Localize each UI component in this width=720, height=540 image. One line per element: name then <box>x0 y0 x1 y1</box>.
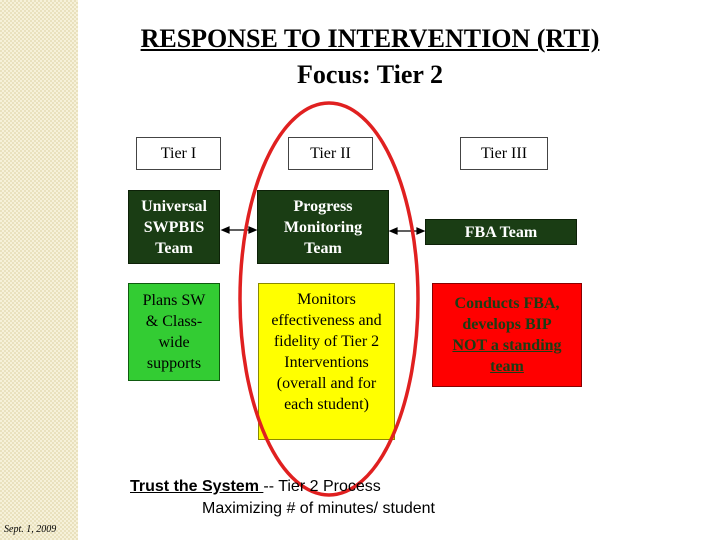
trust-the-system-label: Trust the System <box>130 478 264 495</box>
tier3-header: Tier III <box>460 137 548 170</box>
tier1-team-line: Universal <box>141 197 207 215</box>
tier3-role-line: develops BIP <box>462 316 552 333</box>
double-arrow-tier1-tier2 <box>220 226 258 234</box>
tier1-role-box: Plans SW & Class- wide supports <box>128 283 220 381</box>
footer-line-1: Trust the System -- Tier 2 Process <box>130 478 381 496</box>
tier2-team-box: Progress Monitoring Team <box>257 190 389 264</box>
slide-subtitle: Focus: Tier 2 <box>297 60 443 89</box>
tier2-role-line: each student) <box>284 396 369 413</box>
tier3-team-box: FBA Team <box>425 219 577 245</box>
decorative-side-strip <box>0 0 78 540</box>
tier2-role-line: Interventions <box>284 354 369 371</box>
tier1-role-line: & Class- <box>145 313 203 330</box>
tier1-team-line: Team <box>155 239 193 257</box>
tier2-role-line: Monitors <box>297 291 356 308</box>
tier3-role-underlined-line: team <box>490 358 524 375</box>
tier3-team-line: FBA Team <box>464 223 538 241</box>
tier2-team-line: Progress <box>293 197 353 215</box>
tier3-role-line: Conducts FBA, <box>454 295 560 312</box>
tier3-role-underlined-line: NOT a standing <box>452 337 562 354</box>
tier1-role-line: wide <box>158 334 190 351</box>
tier3-role-box: Conducts FBA, develops BIP NOT a standin… <box>432 283 582 387</box>
slide-date: Sept. 1, 2009 <box>4 524 57 535</box>
tier2-role-box: Monitors effectiveness and fidelity of T… <box>258 283 395 440</box>
tier1-team-box: Universal SWPBIS Team <box>128 190 220 264</box>
tier1-team-line: SWPBIS <box>143 218 205 236</box>
tier2-role-line: effectiveness and <box>271 312 382 329</box>
tier2-role-line: (overall and for <box>276 375 377 392</box>
tier2-process-label: -- Tier 2 Process <box>263 478 381 495</box>
double-arrow-tier2-tier3 <box>388 227 426 235</box>
tier1-header: Tier I <box>136 137 221 170</box>
tier1-role-line: supports <box>146 355 202 372</box>
tier1-role-line: Plans SW <box>142 292 206 309</box>
tier2-team-line: Team <box>304 239 342 257</box>
footer-line-2: Maximizing # of minutes/ student <box>202 500 435 517</box>
tier2-header: Tier II <box>288 137 373 170</box>
slide-title: RESPONSE TO INTERVENTION (RTI) <box>140 24 600 53</box>
tier2-role-line: fidelity of Tier 2 <box>273 333 380 350</box>
tier2-team-line: Monitoring <box>283 218 363 236</box>
